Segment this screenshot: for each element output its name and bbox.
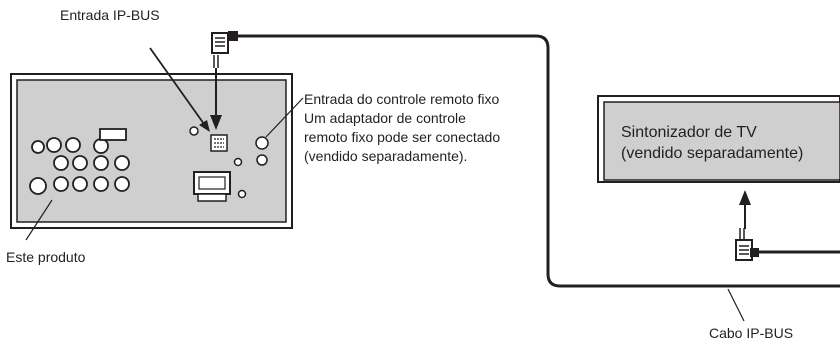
ipbus-input-socket <box>210 134 228 152</box>
cable-label-leader <box>727 288 745 322</box>
ipbus-input-label: Entrada IP-BUS <box>60 7 160 23</box>
rca-jacks <box>29 137 130 195</box>
this-product-leader <box>25 199 53 241</box>
remote-input-leader <box>265 97 304 138</box>
small-ports <box>189 126 269 199</box>
remote-input-title: Entrada do controle remoto fixo <box>304 91 500 107</box>
cable-label: Cabo IP-BUS <box>709 325 794 341</box>
this-product-label: Este produto <box>6 249 86 265</box>
cable-connector-tuner <box>735 228 759 261</box>
harness-connector <box>193 171 231 202</box>
tuner-subtitle: (vendido separadamente) <box>621 145 804 162</box>
connect-arrowhead <box>210 115 222 130</box>
tuner-arrowhead <box>739 190 751 205</box>
cable-connector-top <box>211 31 238 54</box>
small-socket <box>99 128 127 141</box>
tuner-title: Sintonizador de TV <box>621 124 757 141</box>
ipbus-label-arrowhead <box>199 120 210 132</box>
product-rear-panel <box>10 73 293 229</box>
tv-tuner-box <box>597 95 840 183</box>
ipbus-label-pointer <box>149 47 205 125</box>
remote-input-desc-2: remoto fixo pode ser conectado <box>304 129 501 145</box>
ipbus-cable <box>236 34 840 288</box>
remote-input-desc-3: (vendido separadamente). <box>304 148 468 164</box>
remote-input-desc-1: Um adaptador de controle <box>304 110 466 126</box>
